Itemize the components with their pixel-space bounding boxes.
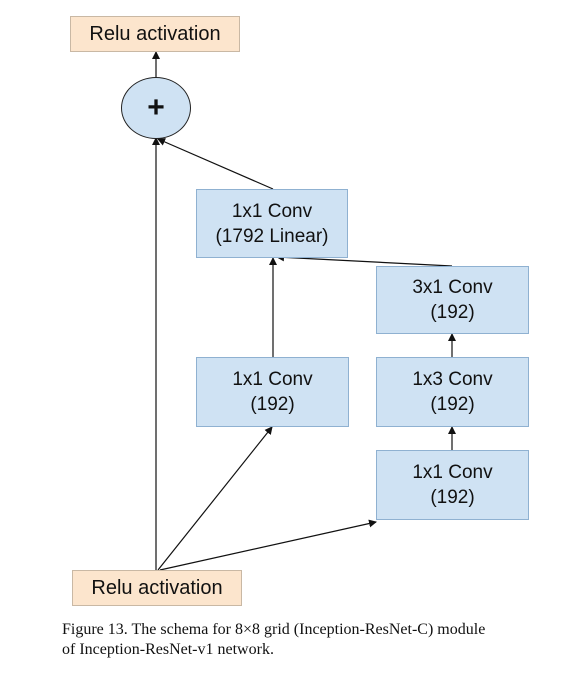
conv-1x1-1792-title: 1x1 Conv: [231, 200, 313, 222]
conv-1x3-192: 1x3 Conv (192): [376, 357, 529, 427]
relu-activation-bottom-label: Relu activation: [91, 576, 223, 599]
edge-conv3x1-to-conv1792: [276, 253, 453, 267]
conv-1x1-right-title: 1x1 Conv: [412, 462, 493, 483]
conv-3x1-192: 3x1 Conv (192): [376, 266, 529, 334]
conv-1x1-192-left: 1x1 Conv (192): [196, 357, 349, 427]
conv-1x1-left-filters: (192): [250, 394, 295, 415]
figure-caption: Figure 13. The schema for 8×8 grid (Ince…: [62, 620, 562, 660]
conv-3x1-filters: (192): [430, 302, 475, 323]
conv-1x3-title: 1x3 Conv: [412, 369, 493, 390]
conv-1x1-1792-linear: 1x1 Conv (1792 Linear): [196, 189, 348, 258]
add-node: +: [121, 77, 191, 139]
conv-1x1-192-right: 1x1 Conv (192): [376, 450, 529, 520]
relu-activation-top: Relu activation: [70, 16, 240, 52]
caption-line-1: Figure 13. The schema for 8×8 grid (Ince…: [62, 621, 486, 638]
edge-relu-bottom-to-conv-right: [159, 519, 377, 571]
conv-3x1-title: 3x1 Conv: [412, 277, 493, 298]
conv-1x1-left-title: 1x1 Conv: [232, 369, 313, 390]
plus-icon: +: [147, 91, 165, 124]
edge-conv1792-to-add: [157, 138, 274, 190]
caption-line-2: of Inception-ResNet-v1 network.: [62, 641, 274, 658]
edge-relu-bottom-to-conv-left: [157, 426, 273, 571]
relu-activation-top-label: Relu activation: [89, 22, 221, 45]
conv-1x1-right-filters: (192): [430, 487, 475, 508]
conv-1x1-1792-filters: (1792 Linear): [215, 225, 329, 247]
relu-activation-bottom: Relu activation: [72, 570, 242, 606]
conv-1x3-filters: (192): [430, 394, 475, 415]
